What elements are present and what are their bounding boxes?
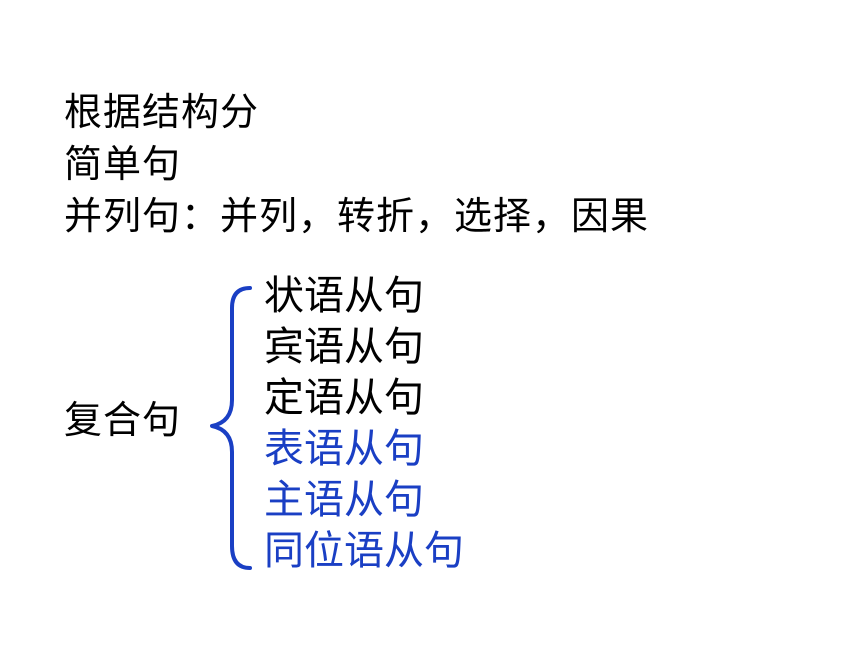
- slide-heading: 根据结构分: [64, 90, 260, 134]
- complex-sentence-label: 复合句: [64, 398, 182, 442]
- compound-sentence-label: 并列句：并列，转折，选择，因果: [64, 194, 650, 238]
- clause-list: 状语从句 宾语从句 定语从句 表语从句 主语从句 同位语从句: [264, 271, 464, 577]
- curly-brace-icon: [210, 286, 252, 570]
- clause-item: 同位语从句: [264, 528, 464, 574]
- clause-item: 定语从句: [264, 375, 424, 421]
- clause-item: 主语从句: [264, 477, 424, 523]
- clause-item: 状语从句: [264, 273, 424, 319]
- clause-item: 宾语从句: [264, 324, 424, 370]
- clause-item: 表语从句: [264, 426, 424, 472]
- simple-sentence-label: 简单句: [64, 142, 182, 186]
